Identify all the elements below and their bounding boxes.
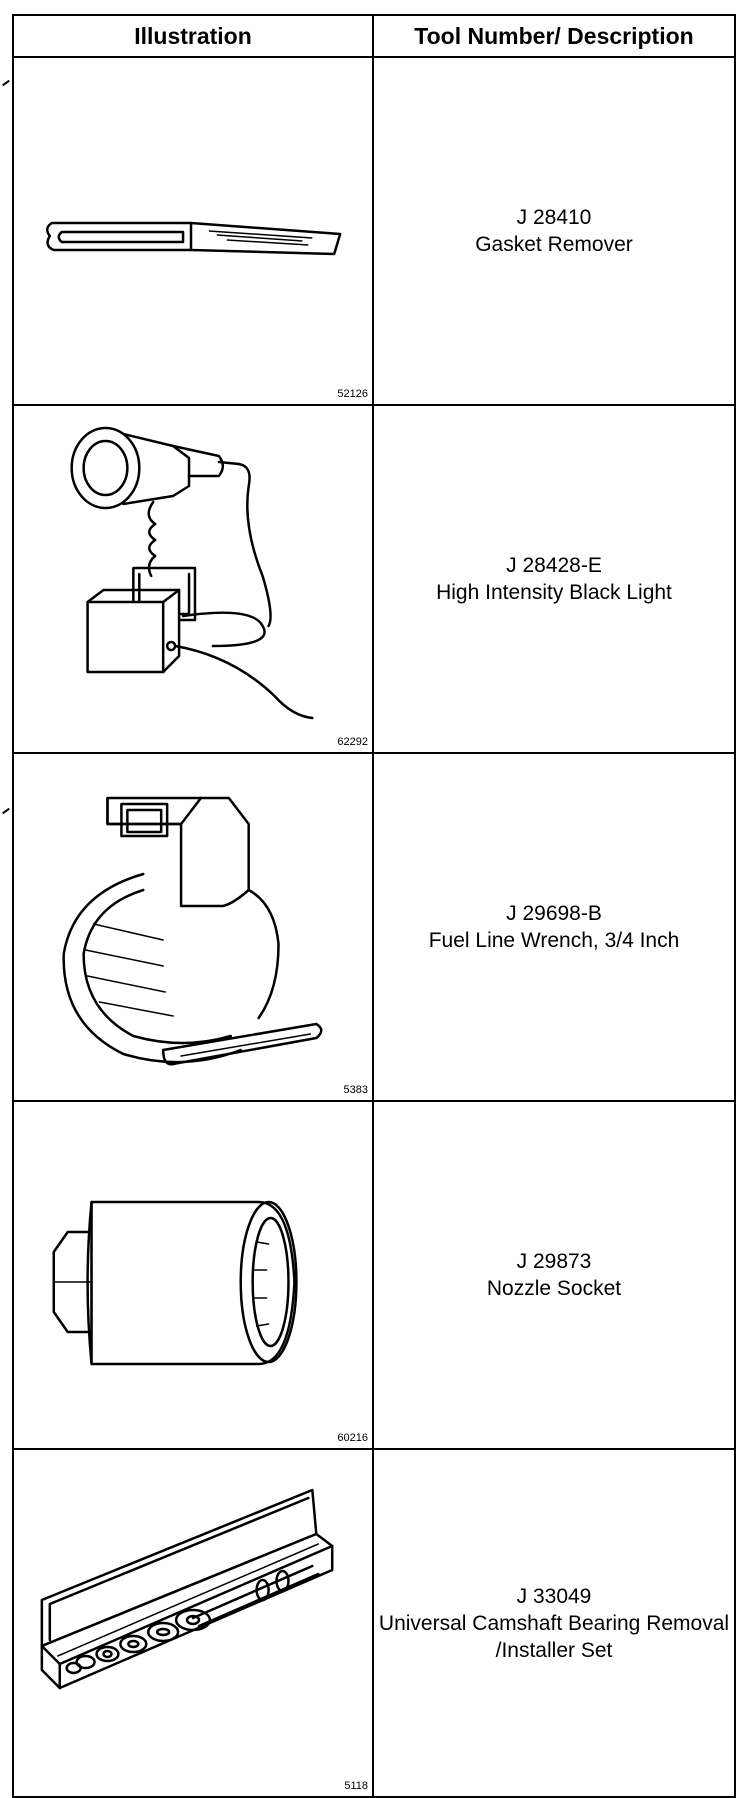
tool-description: Gasket Remover bbox=[475, 233, 633, 256]
illustration-column-header: Illustration bbox=[12, 14, 374, 58]
illustration-cell: 62292 bbox=[12, 404, 374, 754]
special-tools-table: Illustration Tool Number/ Description 52 bbox=[12, 14, 736, 1798]
nozzle-socket-icon bbox=[52, 1200, 298, 1366]
tool-description: Universal Camshaft Bearing Removal /Inst… bbox=[378, 1611, 730, 1662]
tool-number: J 29698-B bbox=[506, 902, 602, 925]
illustration-cell: 52126 bbox=[12, 56, 374, 406]
tool-number: J 29873 bbox=[516, 1250, 592, 1273]
camshaft-bearing-set-icon bbox=[40, 1488, 334, 1690]
tool-description: Fuel Line Wrench, 3/4 Inch bbox=[428, 929, 680, 952]
description-cell: J 28428-E High Intensity Black Light bbox=[372, 404, 736, 754]
tool-number: J 33049 bbox=[516, 1584, 592, 1608]
table-row: 62292 J 28428-E High Intensity Black Lig… bbox=[12, 404, 736, 754]
margin-mark bbox=[2, 79, 10, 87]
margin-mark bbox=[2, 807, 10, 815]
tool-number: J 28428-E bbox=[506, 554, 602, 577]
black-light-icon bbox=[70, 426, 314, 720]
tool-number: J 28410 bbox=[516, 206, 592, 229]
figure-number: 60216 bbox=[337, 1432, 368, 1444]
description-cell: J 29698-B Fuel Line Wrench, 3/4 Inch bbox=[372, 752, 736, 1102]
illustration-cell: 60216 bbox=[12, 1100, 374, 1450]
table-header-row: Illustration Tool Number/ Description bbox=[12, 14, 736, 58]
illustration-cell: 5118 bbox=[12, 1448, 374, 1798]
description-cell: J 29873 Nozzle Socket bbox=[372, 1100, 736, 1450]
figure-number: 52126 bbox=[337, 388, 368, 400]
table-row: 5383 J 29698-B Fuel Line Wrench, 3/4 Inc… bbox=[12, 752, 736, 1102]
figure-number: 5118 bbox=[344, 1780, 368, 1792]
description-column-header: Tool Number/ Description bbox=[372, 14, 736, 58]
gasket-remover-icon bbox=[46, 221, 342, 256]
illustration-cell: 5383 bbox=[12, 752, 374, 1102]
description-cell: J 28410 Gasket Remover bbox=[372, 56, 736, 406]
figure-number: 62292 bbox=[337, 736, 368, 748]
description-cell: J 33049 Universal Camshaft Bearing Remov… bbox=[372, 1448, 736, 1798]
table-row: 52126 J 28410 Gasket Remover bbox=[12, 56, 736, 406]
figure-number: 5383 bbox=[343, 1084, 368, 1096]
table-row: 5118 J 33049 Universal Camshaft Bearing … bbox=[12, 1448, 736, 1798]
tool-description: High Intensity Black Light bbox=[436, 581, 672, 604]
table-row: 60216 J 29873 Nozzle Socket bbox=[12, 1100, 736, 1450]
fuel-line-wrench-icon bbox=[62, 796, 323, 1066]
tool-description: Nozzle Socket bbox=[486, 1277, 622, 1300]
